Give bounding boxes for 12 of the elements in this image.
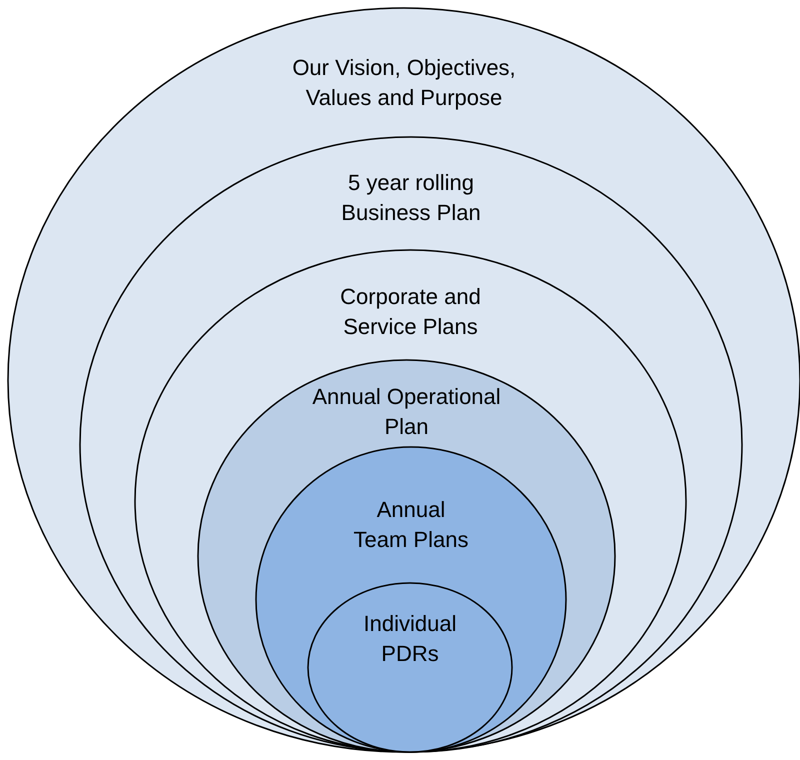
ellipse-label: Our Vision, Objectives, Values and Purpose (291, 54, 517, 112)
ellipse-label: Corporate and Service Plans (339, 283, 482, 341)
ellipse-label: 5 year rolling Business Plan (340, 169, 482, 227)
ellipse-label: Individual PDRs (362, 610, 458, 668)
ellipse (256, 447, 566, 752)
ellipse (8, 8, 800, 752)
ellipse (308, 583, 512, 752)
ellipse (80, 137, 742, 752)
ellipse-label: Annual Operational Plan (311, 383, 502, 441)
ellipse (135, 250, 686, 752)
ellipse (198, 360, 615, 752)
ellipse-label: Annual Team Plans (352, 496, 470, 554)
